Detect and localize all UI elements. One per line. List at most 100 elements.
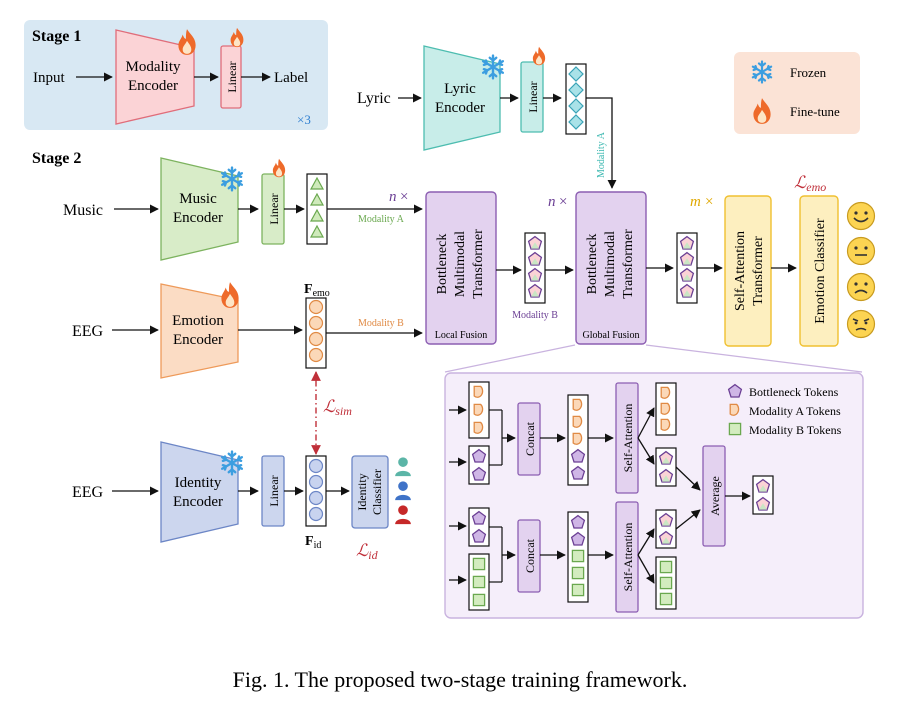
identity-linear-label: Linear: [267, 475, 281, 506]
local-repeat-times: ×: [400, 189, 408, 205]
l-emo-label: ℒemo: [794, 173, 826, 194]
legend-modality-b-icon: [728, 422, 742, 436]
detail-a-token-2: [473, 403, 484, 416]
detail-mb-token-3: [472, 593, 486, 607]
f-emo-label: Femo: [304, 282, 330, 299]
detail-sa-lower-label: Self-Attention: [621, 523, 635, 592]
emotion-neutral-icon: [846, 236, 876, 266]
detail-mb-token-2: [472, 575, 486, 589]
sa-repeat-times: ×: [705, 194, 713, 210]
detail-uoa-token-3: [660, 418, 671, 431]
figure-caption: Fig. 1. The proposed two-stage training …: [233, 667, 688, 692]
global-repeat-times: ×: [559, 194, 567, 210]
detail-concat-upper: [517, 402, 541, 476]
detail-a-token-1: [473, 385, 484, 398]
music-modality-a-label: Modality A: [358, 214, 405, 225]
lyric-input-label: Lyric: [357, 90, 391, 107]
stage1-encoder-line1: Modality: [126, 59, 181, 75]
identity-classifier-line2: Classifier: [370, 469, 384, 515]
local-fusion-block: [425, 191, 497, 345]
identity-encoder-line2: Encoder: [173, 494, 223, 510]
eeg-emotion-input-label: EEG: [72, 323, 104, 340]
detail-sa-upper-label: Self-Attention: [621, 404, 635, 473]
detail-lc-token-3: [571, 549, 585, 563]
local-fusion-caption: Local Fusion: [435, 330, 488, 341]
detail-a-token-3: [473, 421, 484, 434]
detail-lower-split-b: [637, 554, 655, 584]
detail-concat-lower: [517, 519, 541, 593]
identity-person-icon-3: [395, 505, 411, 525]
sa-transformer-line1: Self-Attention: [733, 231, 748, 311]
detail-uc-token-3: [572, 432, 583, 445]
legend-frozen-label: Frozen: [790, 65, 827, 80]
detail-loa-token-3: [659, 592, 673, 606]
detail-uc-token-2: [572, 415, 583, 428]
detail-lower-split-a: [637, 528, 655, 556]
lyric-encoder-line2: Encoder: [435, 100, 485, 116]
emotion-classifier: [799, 195, 839, 347]
lyric-modality-a-label: Modality A: [596, 131, 607, 178]
global-fusion-detail-panel: [444, 372, 864, 619]
sa-repeat-m: m: [690, 194, 701, 210]
detail-loa-token-1: [659, 560, 673, 574]
detail-zoom-line-right: [645, 344, 863, 373]
lyric-to-global-arrow: [586, 97, 617, 189]
detail-concat-lower-label: Concat: [523, 538, 537, 573]
identity-classifier-line1: Identity: [355, 473, 369, 510]
local-output-modality-b-label: Modality B: [512, 310, 558, 321]
emotion-encoder-finetune-icon: [221, 282, 239, 308]
emotion-sad-icon: [846, 272, 876, 302]
emotion-encoder-line2: Encoder: [173, 332, 223, 348]
detail-zoom-line-left: [444, 344, 576, 373]
stage1-encoder-line2: Encoder: [128, 78, 178, 94]
l-id-label: ℒid: [356, 541, 379, 562]
lyric-linear-label: Linear: [526, 81, 540, 112]
stage2-title: Stage 2: [32, 150, 81, 167]
identity-person-icon-2: [395, 481, 411, 501]
legend-modality-b-label: Modality B Tokens: [749, 423, 842, 437]
eeg-modality-b-label: Modality B: [358, 318, 404, 329]
emotion-angry-icon: [846, 309, 876, 339]
music-tokens: [309, 176, 325, 238]
detail-concat-upper-label: Concat: [523, 421, 537, 456]
detail-uoa-token-1: [660, 386, 671, 399]
lyric-encoder: [423, 45, 501, 151]
detail-mb-token-1: [472, 557, 486, 571]
lyric-tokens: [568, 66, 584, 130]
global-fusion-caption: Global Fusion: [583, 330, 640, 341]
stage1-input-label: Input: [33, 70, 65, 86]
identity-tokens: [308, 458, 324, 522]
eeg-identity-input-label: EEG: [72, 484, 104, 501]
l-sim-label: ℒsim: [323, 397, 352, 418]
stage1-repeat: ×3: [297, 112, 311, 127]
detail-lc-token-4: [571, 566, 585, 580]
identity-encoder: [160, 441, 239, 543]
legend-bottleneck-label: Bottleneck Tokens: [749, 385, 839, 399]
legend-modality-a-icon: [729, 403, 740, 416]
sa-transformer-line2: Transformer: [751, 236, 766, 306]
detail-lower-to-average: [675, 509, 701, 530]
stage1-title: Stage 1: [32, 28, 81, 45]
detail-average-label: Average: [708, 476, 722, 516]
music-encoder-line1: Music: [179, 191, 217, 207]
detail-upper-to-average: [675, 466, 701, 491]
global-repeat-n: n: [548, 194, 556, 210]
f-id-label: Fid: [305, 534, 321, 551]
lyric-linear: [520, 61, 544, 133]
emotion-encoder: [160, 283, 239, 379]
stage1-modality-encoder: [115, 29, 195, 125]
legend-modality-a-label: Modality A Tokens: [749, 404, 841, 418]
detail-lc-token-5: [571, 583, 585, 597]
identity-encoder-line1: Identity: [175, 475, 222, 491]
local-fusion-line3: Transformer: [471, 229, 486, 299]
emotion-encoder-line1: Emotion: [172, 313, 224, 329]
detail-uc-token-1: [572, 398, 583, 411]
lyric-encoder-line1: Lyric: [444, 81, 476, 97]
identity-person-icon-1: [395, 457, 411, 477]
self-attention-transformer: [724, 195, 772, 347]
music-linear-label: Linear: [267, 193, 281, 224]
emotion-happy-icon: [846, 201, 876, 231]
music-linear-finetune-icon: [272, 158, 286, 178]
